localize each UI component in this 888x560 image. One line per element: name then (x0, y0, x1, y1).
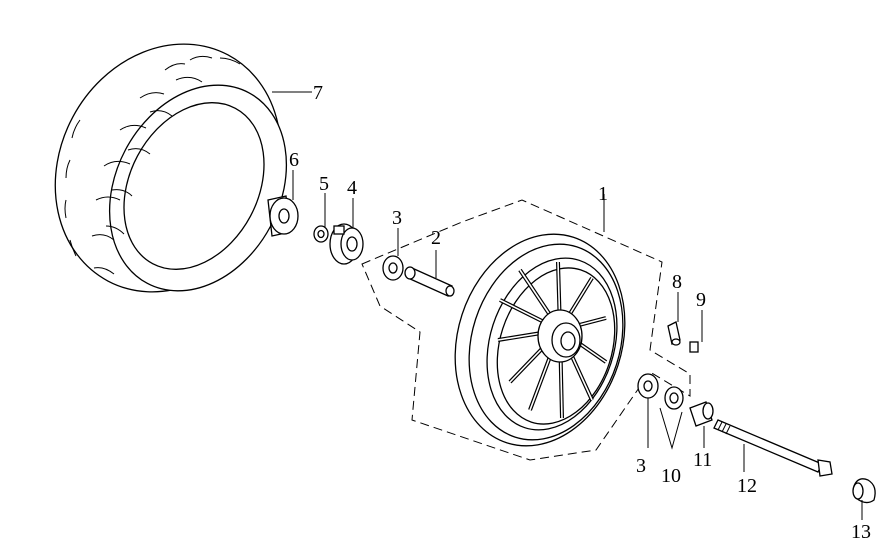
callout-13: 13 (851, 521, 871, 543)
spacer-part-6 (267, 195, 299, 237)
valve-cap-part-9 (689, 341, 699, 353)
seal-part-10 (664, 386, 684, 410)
collar-part-11 (689, 401, 714, 427)
bearing-part-3-right (637, 373, 659, 399)
sleeve-part-2 (404, 266, 455, 297)
callout-3-left: 3 (392, 207, 402, 229)
callout-11: 11 (693, 449, 713, 471)
assembly-boundary (361, 199, 691, 461)
gearbox-part-4 (329, 223, 364, 265)
callout-1: 1 (598, 183, 608, 205)
callout-12: 12 (737, 475, 757, 497)
callout-2: 2 (431, 227, 441, 249)
bearing-part-3-left (382, 255, 404, 281)
callout-7: 7 (313, 82, 323, 104)
cap-nut-part-13 (852, 478, 876, 504)
valve-part-8 (667, 321, 681, 346)
axle-part-12 (713, 419, 833, 477)
callout-8: 8 (672, 271, 682, 293)
callout-10: 10 (661, 465, 681, 487)
wheel-rim-part-1 (454, 233, 626, 447)
tire-part-7 (54, 43, 288, 293)
callout-3-right: 3 (636, 455, 646, 477)
washer-part-5 (313, 225, 329, 243)
callout-5: 5 (319, 173, 329, 195)
callout-6: 6 (289, 149, 299, 171)
callout-4: 4 (347, 177, 357, 199)
callout-9: 9 (696, 289, 706, 311)
